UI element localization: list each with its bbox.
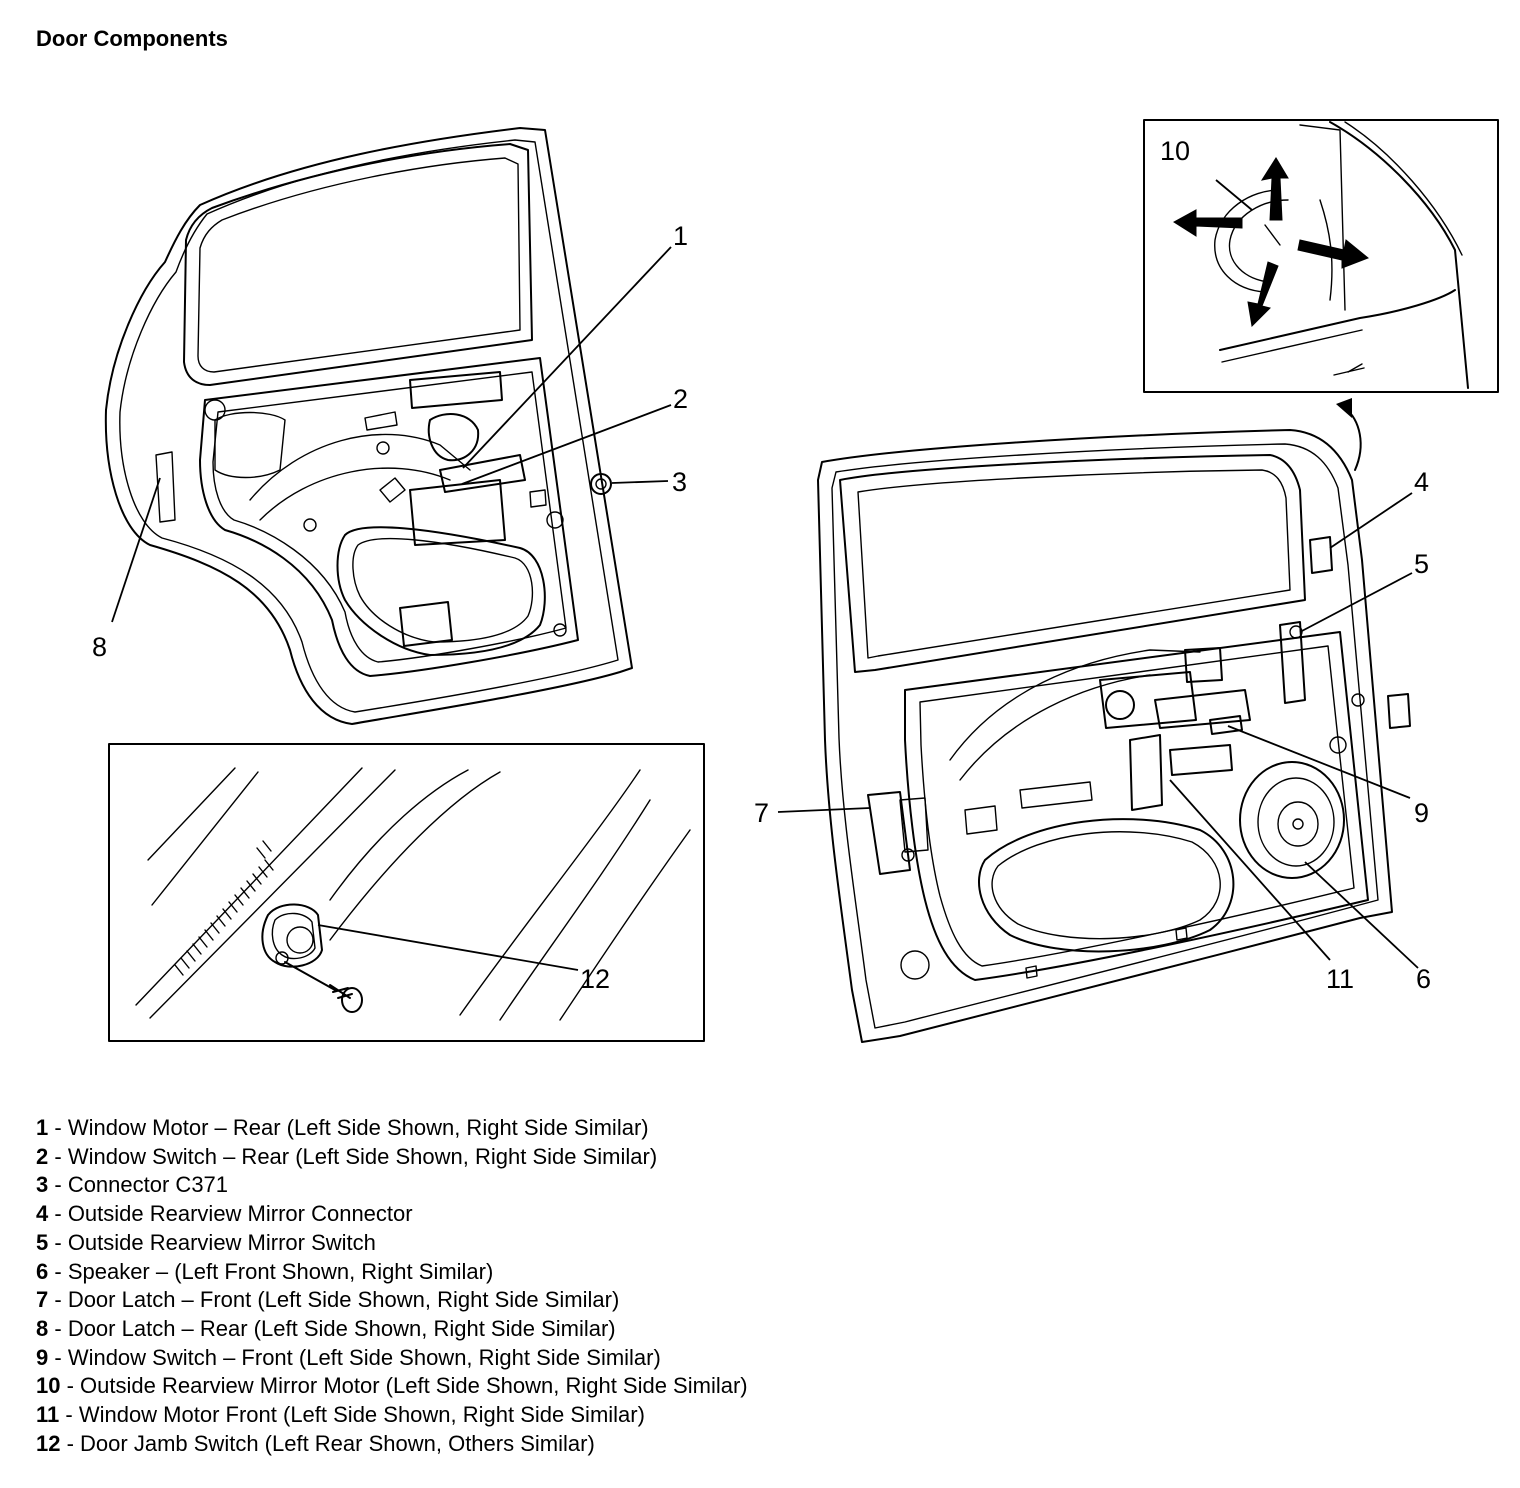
legend-number: 8 [36,1315,49,1341]
mirror-motor-inset [1143,119,1499,393]
legend-item: 10 - Outside Rearview Mirror Motor (Left… [36,1372,748,1401]
legend-number: 5 [36,1229,49,1255]
callout-10: 10 [1160,136,1190,166]
legend-separator: - [60,1430,81,1456]
leader-lines [111,179,1419,971]
callout-6: 6 [1416,964,1431,994]
jamb-switch-inset [108,743,705,1042]
legend-text: Window Switch – Rear (Left Side Shown, R… [67,1143,658,1169]
legend-item: 12 - Door Jamb Switch (Left Rear Shown, … [36,1430,748,1459]
front-door-illustration [817,429,1411,1043]
callout-5: 5 [1414,549,1429,579]
legend-item: 11 - Window Motor Front (Left Side Shown… [36,1401,748,1430]
callout-3: 3 [672,467,687,497]
legend-item: 5 - Outside Rearview Mirror Switch [36,1229,748,1258]
legend-separator: - [48,1344,68,1370]
legend-number: 11 [36,1402,60,1428]
legend-separator: - [48,1315,68,1341]
legend-item: 8 - Door Latch – Rear (Left Side Shown, … [36,1315,748,1344]
rear-door-illustration [104,127,633,725]
legend-text: Outside Rearview Mirror Switch [67,1229,376,1255]
component-legend: 1 - Window Motor – Rear (Left Side Shown… [36,1114,748,1458]
legend-item: 2 - Window Switch – Rear (Left Side Show… [36,1143,748,1172]
mirror-adjust-arrows [1173,157,1369,328]
legend-number: 6 [36,1258,49,1284]
legend-text: Door Latch – Front (Left Side Shown, Rig… [67,1287,620,1313]
callout-1: 1 [673,221,688,251]
legend-separator: - [59,1402,79,1428]
callout-labels: 1 2 3 4 5 6 7 8 9 10 11 12 [92,136,1431,994]
legend-item: 6 - Speaker – (Left Front Shown, Right S… [36,1258,748,1287]
legend-text: Window Motor – Rear (Left Side Shown, Ri… [67,1115,649,1140]
legend-number: 10 [36,1373,61,1399]
callout-9: 9 [1414,798,1429,828]
door-components-diagram: 1 2 3 4 5 6 7 8 9 10 11 12 [92,119,1499,1043]
legend-text: Outside Rearview Mirror Motor (Left Side… [80,1373,748,1399]
legend-item: 9 - Window Switch – Front (Left Side Sho… [36,1344,748,1373]
callout-7: 7 [754,798,769,828]
legend-separator: - [48,1143,68,1169]
legend-number: 7 [36,1287,49,1313]
legend-number: 3 [36,1172,49,1198]
callout-11: 11 [1326,964,1354,994]
jamb-hatching [174,840,274,976]
legend-number: 12 [36,1430,61,1456]
legend-text: Window Motor Front (Left Side Shown, Rig… [78,1402,645,1428]
page-title: Door Components [36,26,228,51]
callout-12: 12 [580,964,610,994]
legend-number: 2 [36,1143,49,1169]
legend-separator: - [48,1201,68,1227]
legend-text: Speaker – (Left Front Shown, Right Simil… [67,1258,494,1284]
legend-separator: - [48,1172,68,1198]
callout-4: 4 [1414,467,1429,497]
legend-item: 7 - Door Latch – Front (Left Side Shown,… [36,1286,748,1315]
legend-separator: - [48,1115,68,1140]
legend-text: Door Latch – Rear (Left Side Shown, Righ… [67,1315,616,1341]
legend-text: Outside Rearview Mirror Connector [67,1201,413,1227]
legend-text: Door Jamb Switch (Left Rear Shown, Other… [80,1430,595,1456]
legend-text: Connector C371 [67,1172,229,1198]
legend-number: 9 [36,1344,49,1370]
legend-separator: - [48,1287,68,1313]
legend-number: 1 [36,1115,49,1140]
callout-2: 2 [673,384,688,414]
inset-pointer-arrow [1344,407,1362,471]
legend-item: 3 - Connector C371 [36,1171,748,1200]
legend-separator: - [48,1258,68,1284]
legend-number: 4 [36,1201,49,1227]
legend-item: 4 - Outside Rearview Mirror Connector [36,1200,748,1229]
legend-separator: - [60,1373,81,1399]
legend-separator: - [48,1229,68,1255]
inset-pointer-arrowhead [1336,398,1352,418]
legend-item: 1 - Window Motor – Rear (Left Side Shown… [36,1114,748,1143]
callout-8: 8 [92,632,107,662]
legend-text: Window Switch – Front (Left Side Shown, … [67,1344,661,1370]
